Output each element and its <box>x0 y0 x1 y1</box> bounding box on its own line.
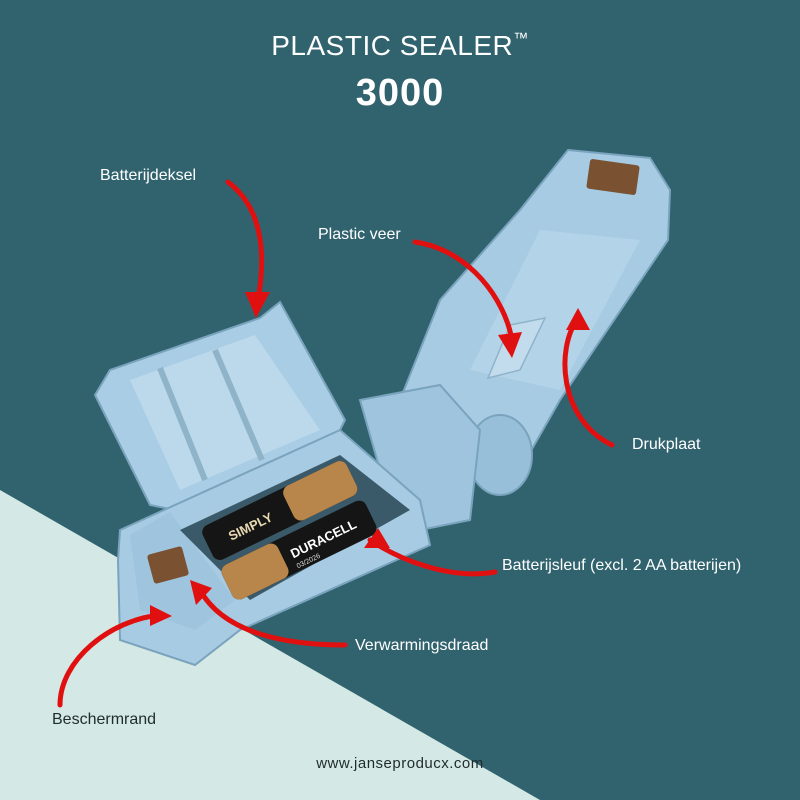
model-number: 3000 <box>355 72 445 114</box>
plastic-spring-shape <box>486 316 547 380</box>
arrow-battery-cover <box>225 179 265 303</box>
label-battery-slot: Batterijsleuf (excl. 2 AA batterijen) <box>502 557 742 574</box>
label-protective-edge: Beschermrand <box>52 711 157 728</box>
website-url[interactable]: www.janseproducx.com <box>316 755 484 772</box>
heating-wire-pad <box>147 546 189 584</box>
label-battery-cover: Batterijdeksel <box>100 167 197 184</box>
arrow-protective-edge <box>57 612 163 708</box>
arrow-heating-wire <box>197 587 348 648</box>
trademark-symbol: ™ <box>513 30 529 47</box>
arrow-plastic-spring <box>412 239 515 343</box>
page-title: PLASTIC SEALER™ <box>0 30 800 62</box>
label-plastic-spring: Plastic veer <box>318 226 401 243</box>
label-pressure-plate: Drukplaat <box>632 436 701 453</box>
arrow-heads <box>150 292 590 626</box>
arrow-pressure-plate <box>562 315 615 448</box>
title-text: PLASTIC SEALER <box>271 30 514 61</box>
heating-pad-top <box>586 159 640 195</box>
label-heating-wire: Verwarmingsdraad <box>355 637 489 654</box>
